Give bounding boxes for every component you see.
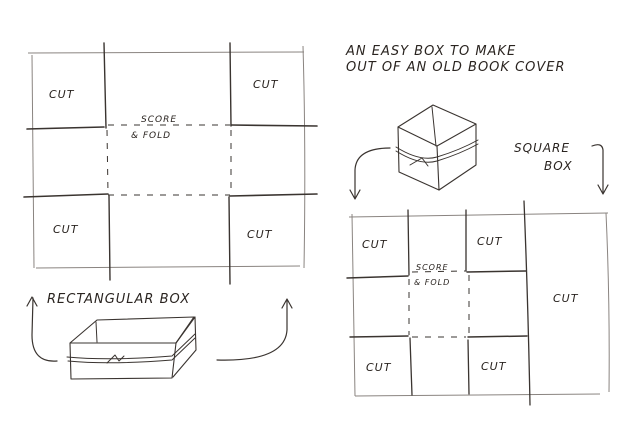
rectangular-box-label: RECTANGULAR BOX	[47, 292, 190, 307]
cut-label: CUT	[553, 292, 579, 305]
square-box-illustration: SQUARE BOX	[349, 104, 609, 200]
cut-label: CUT	[481, 360, 507, 373]
title-line-2: OUT OF AN OLD BOOK COVER	[346, 60, 566, 75]
cut-label: CUT	[253, 78, 279, 91]
score-label: SCORE	[141, 115, 177, 125]
cut-label: CUT	[366, 361, 392, 374]
fold-label: & FOLD	[131, 131, 171, 141]
cut-label: CUT	[53, 223, 79, 236]
rectangular-box-illustration: RECTANGULAR BOX	[26, 292, 293, 380]
square-box-label-line-2: BOX	[544, 159, 573, 173]
arrow-down-left-icon	[354, 147, 391, 199]
arrow-up-left-icon	[31, 297, 58, 362]
fold-label: & FOLD	[414, 278, 450, 287]
title-line-1: AN EASY BOX TO MAKE	[345, 44, 516, 59]
cut-label: CUT	[49, 88, 75, 101]
score-label: SCORE	[416, 263, 449, 272]
rectangular-box-template: CUT CUT CUT CUT SCORE & FOLD	[23, 42, 318, 285]
cut-label: CUT	[362, 238, 388, 251]
cut-label: CUT	[247, 228, 273, 241]
cut-label: CUT	[477, 235, 503, 248]
square-box-label-line-1: SQUARE	[514, 141, 570, 155]
rectangular-box-drawing-icon	[66, 316, 197, 380]
arrow-down-right-icon	[591, 144, 604, 194]
title: AN EASY BOX TO MAKE OUT OF AN OLD BOOK C…	[345, 44, 566, 75]
arrow-up-right-icon	[216, 299, 288, 361]
square-box-drawing-icon	[395, 104, 479, 191]
square-box-template: CUT CUT CUT CUT CUT SCORE & FOLD	[346, 200, 610, 406]
